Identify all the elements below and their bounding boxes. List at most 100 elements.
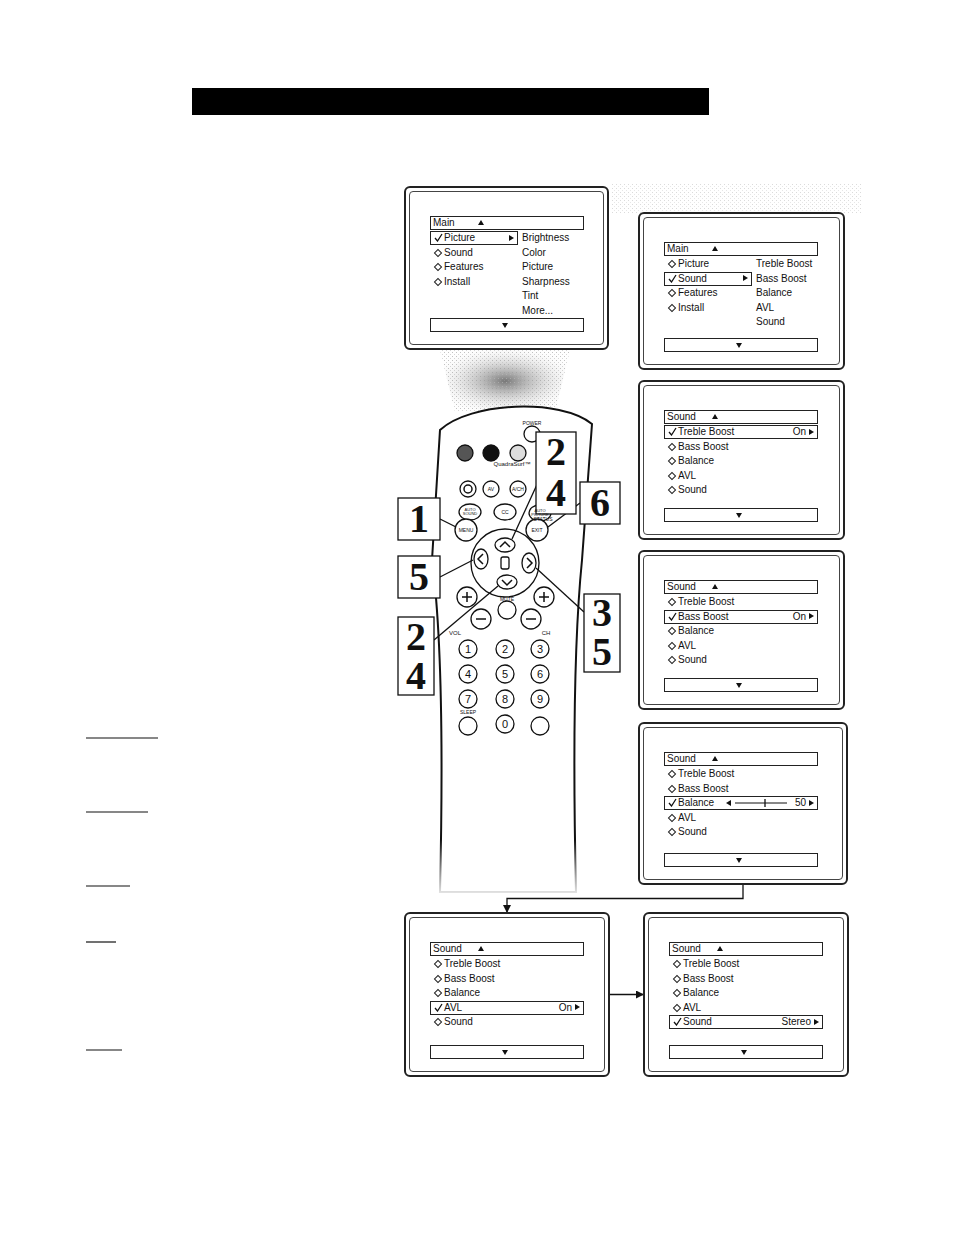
submenu-arrow: [575, 1004, 580, 1010]
item-bullet: [668, 303, 676, 311]
button-label: 4: [465, 669, 471, 680]
item-bullet: [668, 289, 676, 297]
menu-screen: SoundTreble BoostBass BoostBalanceAVLSou…: [638, 380, 845, 540]
button-label: STATUS: [534, 517, 553, 522]
callout-number: 1: [409, 499, 429, 539]
menu-text: Sound: [678, 654, 707, 666]
item-bullet: [668, 457, 676, 465]
menu-text: Sound: [444, 1016, 473, 1028]
menu-text: AVL: [444, 1002, 462, 1014]
item-bullet: [668, 471, 676, 479]
item-bullet: [668, 656, 676, 664]
menu-text: Sound: [756, 316, 785, 328]
menu-text: Balance: [678, 797, 714, 809]
menu-text: Bass Boost: [683, 973, 734, 985]
menu-text: Bass Boost: [678, 611, 729, 623]
menu-text: Treble Boost: [444, 958, 500, 970]
menu-text: Sound: [678, 273, 707, 285]
menu-text: Balance: [678, 455, 714, 467]
button-label: A/CH: [512, 487, 524, 492]
menu-text: Bass Boost: [444, 973, 495, 985]
menu-text: Features: [678, 287, 717, 299]
menu-text: AVL: [756, 302, 774, 314]
callout-number: 5: [592, 632, 612, 672]
item-bullet: [668, 598, 676, 606]
item-bullet: [668, 641, 676, 649]
menu-text: 50: [795, 797, 806, 809]
scroll-down-arrow: [502, 1050, 508, 1055]
item-bullet: [668, 486, 676, 494]
menu-text: Main: [433, 217, 455, 229]
callout-number: 2: [406, 617, 426, 657]
callout-number: 2: [546, 432, 566, 472]
scroll-up-arrow: [712, 584, 718, 589]
menu-text: Sound: [672, 943, 701, 955]
button-label: 9: [537, 694, 543, 705]
menu-text: Sound: [683, 1016, 712, 1028]
menu-text: Treble Boost: [756, 258, 812, 270]
header-bar: [192, 88, 709, 115]
menu-text: Treble Boost: [683, 958, 739, 970]
button-label: VOL: [449, 630, 461, 636]
menu-text: Main: [667, 243, 689, 255]
callout-boxes: [398, 432, 620, 695]
menu-text: Bass Boost: [756, 273, 807, 285]
menu-text: Treble Boost: [678, 596, 734, 608]
menu-text: Brightness: [522, 232, 569, 244]
menu-text: On: [559, 1002, 572, 1014]
menu-text: Tint: [522, 290, 538, 302]
check-mark: [434, 233, 443, 242]
item-bullet: [668, 784, 676, 792]
menu-text: Bass Boost: [678, 783, 729, 795]
item-bullet: [668, 260, 676, 268]
menu-text: Color: [522, 247, 546, 259]
item-bullet: [668, 770, 676, 778]
button-label: SLEEP: [460, 710, 476, 715]
submenu-arrow: [809, 613, 814, 619]
menu-text: Balance: [683, 987, 719, 999]
menu-text: Install: [678, 302, 704, 314]
menu-screen: MainPictureSoundFeaturesInstallTreble Bo…: [638, 212, 845, 370]
menu-text: Sound: [678, 826, 707, 838]
menu-text: AVL: [678, 640, 696, 652]
menu-text: Sound: [667, 411, 696, 423]
menu-text: Sound: [667, 753, 696, 765]
item-bullet: [434, 960, 442, 968]
menu-text: AVL: [678, 812, 696, 824]
button-label: 1: [465, 644, 471, 655]
button-label: 2: [502, 644, 508, 655]
button-label: AUTO SOUND: [460, 508, 480, 516]
menu-text: AVL: [683, 1002, 701, 1014]
button-label: CH: [542, 630, 551, 636]
button-label: 3: [537, 644, 543, 655]
menu-text: Balance: [444, 987, 480, 999]
menu-text: Sound: [667, 581, 696, 593]
menu-screen: MainPictureSoundFeaturesInstallBrightnes…: [404, 186, 609, 350]
callout-number: 5: [409, 557, 429, 597]
item-bullet: [668, 627, 676, 635]
scroll-up-arrow: [712, 246, 718, 251]
item-bullet: [434, 263, 442, 271]
item-bullet: [434, 974, 442, 982]
button-label: 0: [502, 719, 508, 730]
check-mark: [673, 1017, 682, 1026]
menu-text: Sound: [444, 247, 473, 259]
button-label: MUTE: [500, 597, 514, 602]
item-bullet: [673, 989, 681, 997]
underline-marks: [86, 738, 158, 1050]
scroll-up-arrow: [478, 946, 484, 951]
item-bullet: [434, 277, 442, 285]
selected-row: [664, 272, 752, 286]
button-label: POWER: [523, 421, 542, 426]
scroll-down-arrow: [736, 683, 742, 688]
menu-text: Sound: [433, 943, 462, 955]
menu-text: Picture: [522, 261, 553, 273]
glow-texture: [612, 184, 862, 214]
flow-arrow: [610, 994, 643, 995]
menu-text: Picture: [444, 232, 475, 244]
button-label: 7: [465, 694, 471, 705]
item-bullet: [668, 442, 676, 450]
item-bullet: [673, 1003, 681, 1011]
scroll-down-arrow: [736, 343, 742, 348]
item-bullet: [673, 974, 681, 982]
